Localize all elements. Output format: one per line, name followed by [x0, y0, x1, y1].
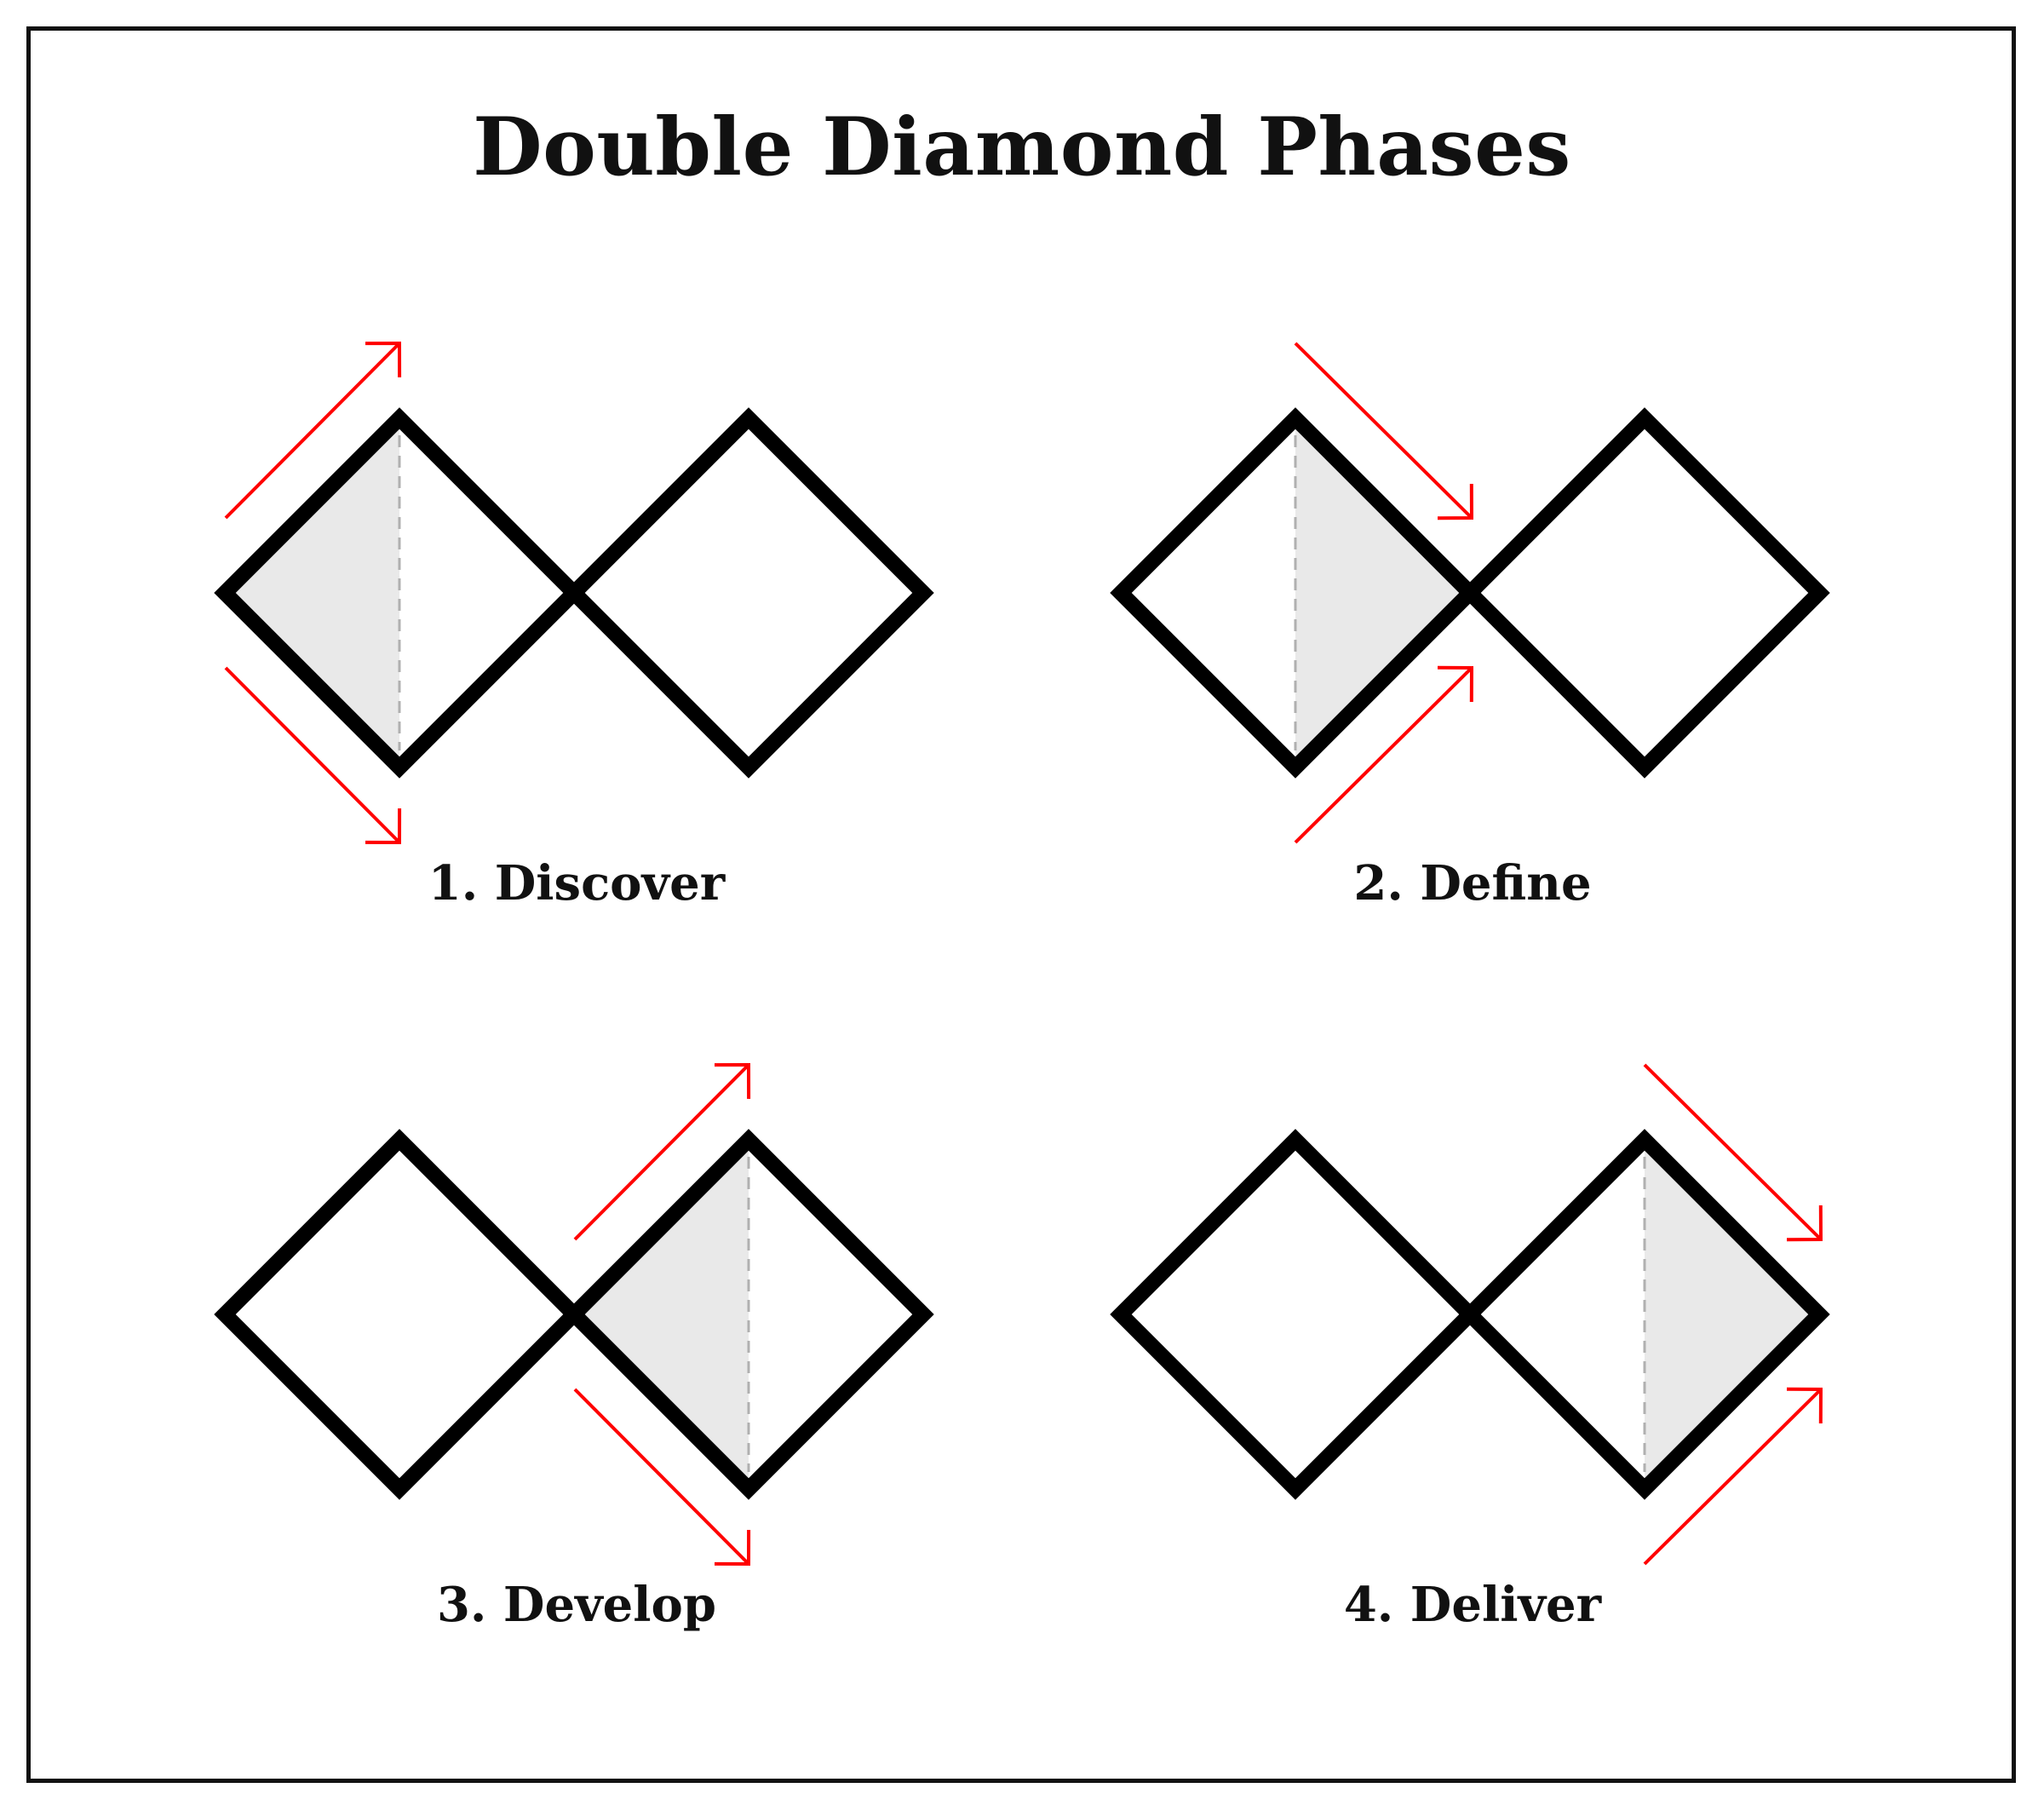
highlighted-half	[574, 1140, 749, 1489]
phase-panel-3: 3. Develop	[214, 1062, 934, 1633]
highlighted-half	[1645, 1140, 1819, 1489]
first-diamond	[214, 1129, 585, 1500]
phase-label-2: 2. Define	[1353, 855, 1591, 911]
phase-panel-1: 1. Discover	[214, 341, 934, 911]
second-diamond	[1459, 407, 1830, 779]
phase-label-1: 1. Discover	[428, 855, 726, 911]
first-diamond	[1110, 1129, 1481, 1500]
highlighted-half	[1295, 418, 1470, 768]
highlighted-half	[225, 418, 399, 768]
phase-panel-4: 4. Deliver	[1110, 1063, 1830, 1633]
diverge-arrow-top	[224, 341, 402, 520]
diverge-arrow-bottom	[224, 666, 402, 845]
second-diamond	[563, 1129, 934, 1500]
converge-arrow-bottom	[1643, 1387, 1823, 1566]
phase-label-3: 3. Develop	[437, 1577, 716, 1633]
diagram-title: Double Diamond Phases	[473, 101, 1571, 194]
converge-arrow-top	[1294, 342, 1474, 520]
diverge-arrow-bottom	[573, 1388, 751, 1567]
second-diamond	[1459, 1129, 1830, 1500]
converge-arrow-bottom	[1294, 665, 1474, 844]
diagram-frame	[26, 26, 2016, 1783]
phase-panel-2: 2. Define	[1110, 342, 1830, 911]
phase-label-4: 4. Deliver	[1344, 1577, 1603, 1633]
second-diamond	[563, 407, 934, 779]
converge-arrow-top	[1643, 1063, 1823, 1242]
diverge-arrow-top	[573, 1062, 751, 1241]
